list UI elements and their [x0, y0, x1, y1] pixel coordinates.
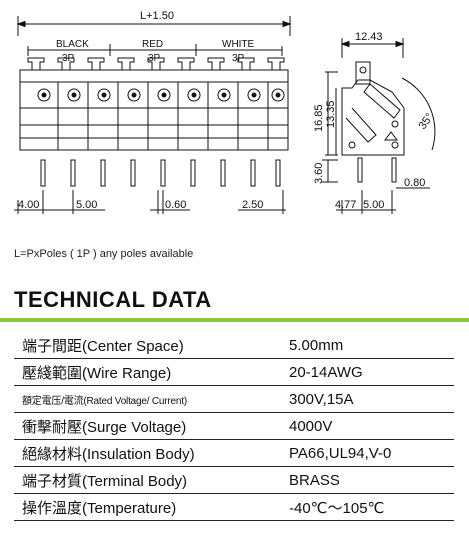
- spec-value: 4000V: [277, 412, 454, 440]
- front-view: [14, 16, 292, 214]
- dim-pin-label: 0.60: [165, 199, 186, 211]
- section-title: TECHNICAL DATA: [14, 287, 212, 312]
- side-pin-label: 3.60: [313, 163, 325, 184]
- spec-table: 端子間距(Center Space) 5.00mm 壓綫範圍(Wire Rang…: [14, 332, 454, 521]
- dim-total-label: L+1.50: [140, 10, 174, 22]
- spec-value: -40℃～105℃: [277, 493, 454, 521]
- spec-label: 端子間距(Center Space): [14, 332, 277, 359]
- group-label-black: BLACK: [56, 39, 89, 50]
- side-angle-label: 35°: [417, 111, 436, 132]
- spec-label: 衝擊耐壓(Surge Voltage): [14, 412, 277, 440]
- spec-label: 絕緣材料(Insulation Body): [14, 439, 277, 467]
- section-divider: [0, 318, 469, 322]
- dim-right-label: 2.50: [242, 199, 263, 211]
- table-row: 衝擊耐壓(Surge Voltage) 4000V: [14, 412, 454, 440]
- side-view: [322, 38, 436, 214]
- spec-value: BRASS: [277, 466, 454, 494]
- group-poles-red: 3P: [148, 53, 161, 64]
- spec-label: 端子材質(Terminal Body): [14, 466, 277, 494]
- table-row: 端子材質(Terminal Body) BRASS: [14, 466, 454, 494]
- side-height-label: 16.85: [313, 104, 325, 132]
- spec-value: 5.00mm: [277, 332, 454, 359]
- spec-label: 壓綫範圍(Wire Range): [14, 358, 277, 386]
- side-height2-label: 13.35: [325, 100, 337, 128]
- spec-value: 300V,15A: [277, 385, 454, 413]
- group-poles-white: 3P: [232, 53, 245, 64]
- group-label-red: RED: [142, 39, 163, 50]
- spec-label: 額定電压/電流(Rated Voltage/ Current): [14, 385, 277, 413]
- spec-label: 操作溫度(Temperature): [14, 493, 277, 521]
- table-row: 操作溫度(Temperature) -40℃～105℃: [14, 493, 454, 521]
- table-row: 絕緣材料(Insulation Body) PA66,UL94,V-0: [14, 439, 454, 467]
- table-row: 端子間距(Center Space) 5.00mm: [14, 332, 454, 359]
- technical-drawing: L+1.50 BLACK 3P RED 3P WHITE 3P 4.00 5.0…: [14, 10, 436, 214]
- side-width-label: 12.43: [355, 31, 383, 43]
- spec-value: 20-14AWG: [277, 358, 454, 386]
- table-row: 額定電压/電流(Rated Voltage/ Current) 300V,15A: [14, 385, 454, 413]
- group-poles-black: 3P: [62, 53, 75, 64]
- group-label-white: WHITE: [222, 39, 255, 50]
- side-bottom-left-label: 4.77: [335, 199, 356, 211]
- poles-note: L=PxPoles ( 1P ) any poles available: [14, 248, 194, 260]
- dim-pitch-label: 5.00: [76, 199, 97, 211]
- dim-pitch-left-label: 4.00: [18, 199, 39, 211]
- spec-value: PA66,UL94,V-0: [277, 439, 454, 467]
- side-bottom-right-label: 5.00: [363, 199, 384, 211]
- table-row: 壓綫範圍(Wire Range) 20-14AWG: [14, 358, 454, 386]
- side-pin-width-label: 0.80: [404, 177, 425, 189]
